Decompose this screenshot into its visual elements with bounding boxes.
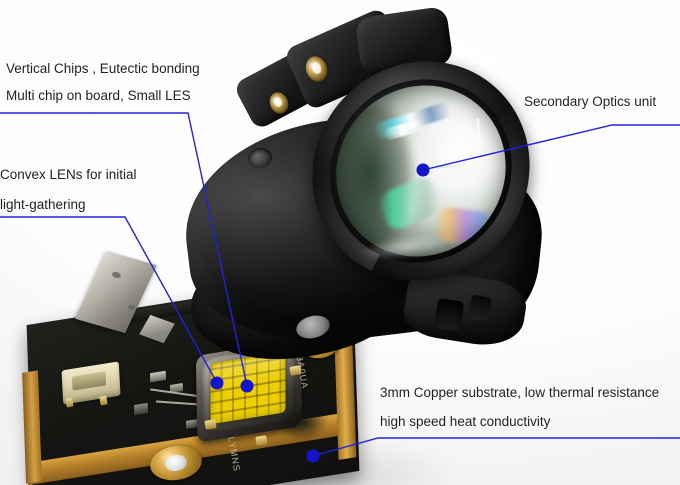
callout-label-secondary-optics: Secondary Optics unit bbox=[524, 94, 657, 109]
housing-foot-notch bbox=[468, 294, 492, 322]
connector-pin bbox=[99, 395, 108, 406]
callout-label-vertical-chips-line2: Multi chip on board, Small LES bbox=[6, 88, 191, 103]
callout-label-copper-substrate-line2: high speed heat conductivity bbox=[380, 414, 551, 429]
callout-label-copper-substrate-line1: 3mm Copper substrate, low thermal resist… bbox=[380, 385, 660, 400]
callout-label-vertical-chips-line1: Vertical Chips , Eutectic bonding bbox=[6, 61, 200, 76]
connector-pin bbox=[65, 397, 74, 408]
led-solder-pad bbox=[255, 435, 268, 446]
callout-label-convex-lens-line1: Convex LENs for initial bbox=[0, 167, 137, 182]
housing-foot-notch bbox=[433, 298, 465, 332]
led-solder-pad bbox=[204, 419, 217, 430]
callout-label-convex-lens-line2: light-gathering bbox=[0, 197, 86, 212]
